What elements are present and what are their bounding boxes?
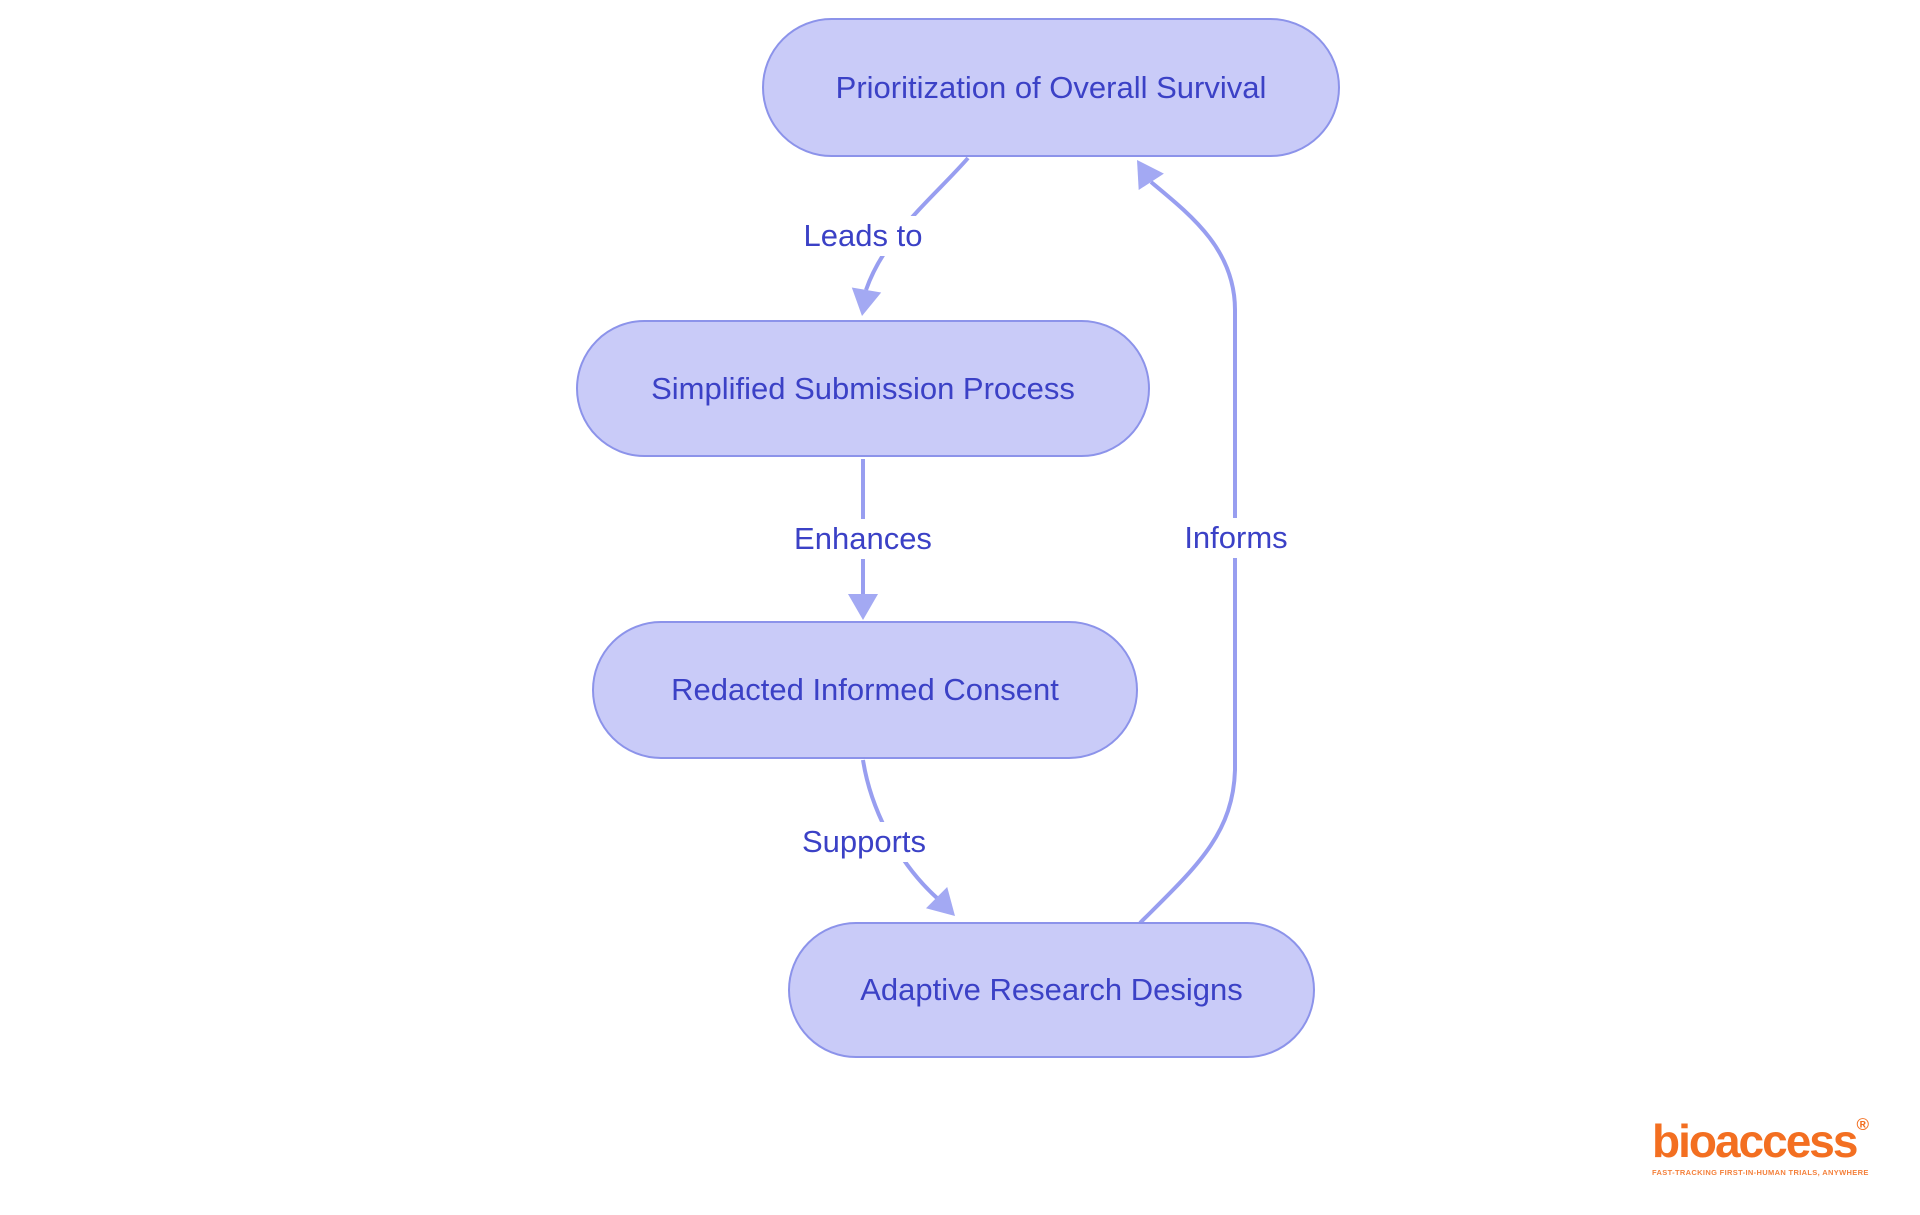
node-adaptive-research-designs: Adaptive Research Designs xyxy=(788,922,1315,1058)
node-label: Prioritization of Overall Survival xyxy=(835,69,1267,105)
edge-enhances-arrowhead xyxy=(848,594,878,620)
node-label: Adaptive Research Designs xyxy=(860,972,1243,1007)
edge-leads-to-arrowhead xyxy=(851,287,882,316)
edge-informs-path xyxy=(1138,180,1237,925)
edge-supports-arrowhead xyxy=(926,887,955,916)
node-label: Redacted Informed Consent xyxy=(671,672,1059,707)
edge-informs-arrowhead xyxy=(1137,160,1164,190)
bioaccess-logo: bioaccess® FAST-TRACKING FIRST-IN-HUMAN … xyxy=(1652,1115,1882,1177)
bioaccess-logo-text: bioaccess xyxy=(1652,1115,1858,1167)
edge-label-informs: Informs xyxy=(1176,518,1296,558)
edge-label-enhances: Enhances xyxy=(786,519,940,559)
edge-label-supports: Supports xyxy=(793,822,935,862)
bioaccess-logo-wordmark: bioaccess® xyxy=(1652,1115,1882,1167)
node-label: Simplified Submission Process xyxy=(651,370,1075,406)
node-redacted-informed-consent: Redacted Informed Consent xyxy=(592,621,1138,759)
bioaccess-logo-tagline: FAST-TRACKING FIRST-IN-HUMAN TRIALS, ANY… xyxy=(1652,1168,1869,1177)
node-prioritization-of-overall-survival: Prioritization of Overall Survival xyxy=(762,18,1340,157)
edge-label-leads-to: Leads to xyxy=(795,216,931,256)
node-simplified-submission-process: Simplified Submission Process xyxy=(576,320,1150,457)
registered-trademark-symbol: ® xyxy=(1856,1115,1870,1134)
